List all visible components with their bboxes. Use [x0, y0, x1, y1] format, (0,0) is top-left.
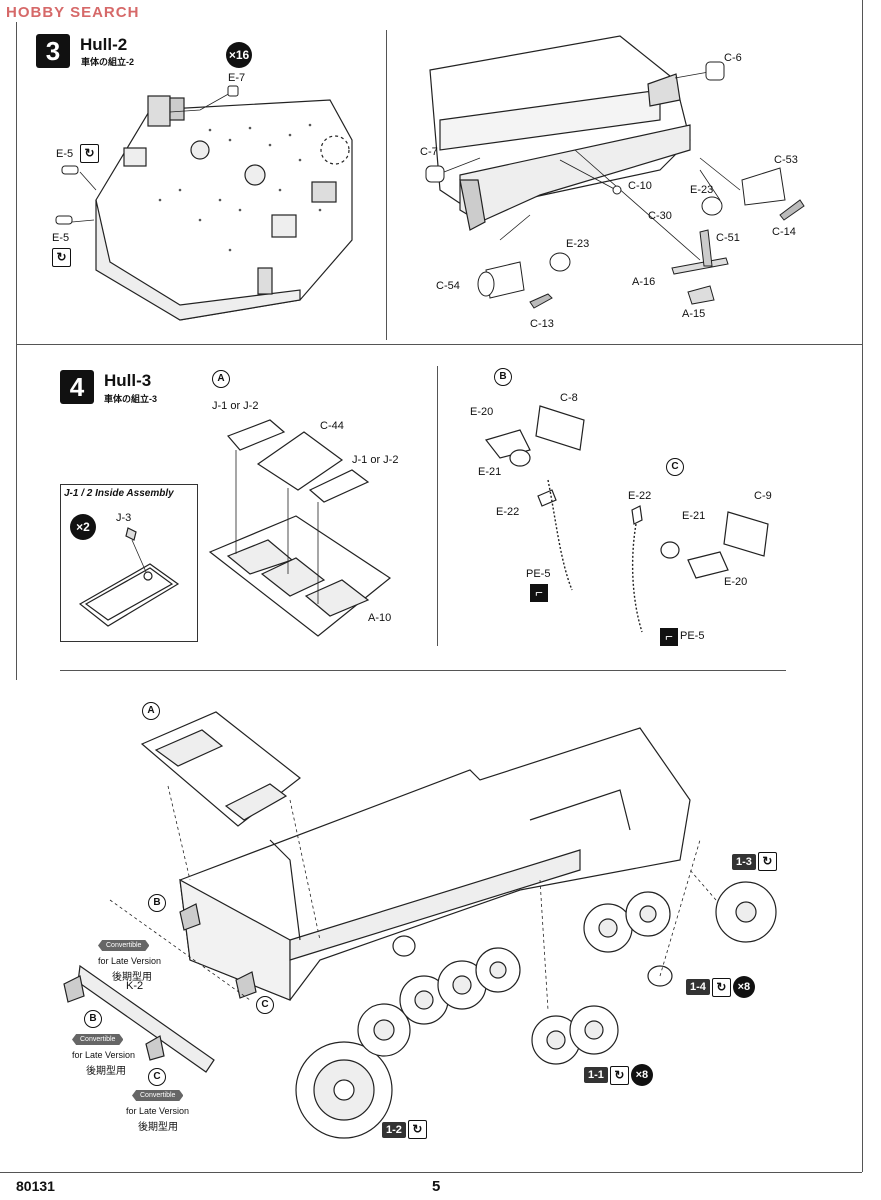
step-ref-1-1: 1-1 ↻ ×8 [584, 1064, 653, 1086]
step3-divider [386, 30, 387, 340]
page-border-right [862, 0, 863, 1172]
inside-assembly-title: J-1 / 2 Inside Assembly [64, 488, 174, 499]
step4-divider [437, 366, 438, 646]
part-label: C-6 [724, 52, 742, 64]
callout-c: C [148, 1068, 166, 1086]
callout-b: B [148, 894, 166, 912]
part-label: E-20 [724, 576, 748, 588]
part-label: C-53 [774, 154, 798, 166]
part-label: K-2 [126, 980, 144, 992]
part-label: J-3 [116, 512, 132, 524]
part-label: C-10 [628, 180, 652, 192]
part-label: A-15 [682, 308, 706, 320]
step-ref-id: 1-2 [382, 1121, 406, 1138]
callout-c: C [256, 996, 274, 1014]
late-version-jp-label: 後期型用 [112, 972, 152, 983]
part-label: E-23 [690, 184, 714, 196]
part-label: C-9 [754, 490, 772, 502]
step4-subtitle: 車体の組立-3 [104, 394, 158, 404]
step3-multiplier: ×16 [226, 42, 252, 68]
part-label: C-7 [420, 146, 438, 158]
part-label: C-51 [716, 232, 740, 244]
late-version-label: for Late Version [72, 1050, 136, 1060]
step4-bottom-rule [60, 670, 786, 671]
part-label: PE-5 [526, 568, 551, 580]
convertible-badge: Convertible [98, 940, 150, 951]
step-ref-id: 1-3 [732, 853, 756, 870]
watermark: HOBBY SEARCH [6, 4, 140, 21]
part-label: E-23 [566, 238, 590, 250]
part-label: E-7 [228, 72, 246, 84]
ref-multiplier: ×8 [630, 1064, 653, 1086]
step-ref-id: 1-1 [584, 1067, 608, 1083]
part-label: A-16 [632, 276, 656, 288]
part-label: E-21 [682, 510, 706, 522]
step-ref-1-4: 1-4 ↻ ×8 [686, 976, 755, 998]
late-version-jp-label: 後期型用 [138, 1122, 178, 1133]
step-divider [16, 344, 862, 345]
late-version-jp-label: 後期型用 [86, 1066, 126, 1077]
footer-rule [0, 1172, 862, 1173]
part-label: C-44 [320, 420, 344, 432]
step3-title: Hull-2 [80, 35, 128, 54]
part-label: E-20 [470, 406, 494, 418]
step3-number: 3 [36, 34, 70, 68]
part-label: E-5 [52, 232, 70, 244]
convertible-badge: Convertible [132, 1090, 184, 1101]
page-border-left [16, 22, 17, 680]
part-label: C-14 [772, 226, 796, 238]
late-version-label: for Late Version [98, 956, 162, 966]
step4-number: 4 [60, 370, 94, 404]
part-label: J-1 or J-2 [352, 454, 399, 466]
callout-a: A [142, 702, 160, 720]
callout-a: A [212, 370, 230, 388]
part-label: C-13 [530, 318, 554, 330]
part-label: A-10 [368, 612, 392, 624]
step4-title: Hull-3 [104, 371, 152, 390]
part-label: PE-5 [680, 630, 705, 642]
part-label: E-22 [628, 490, 652, 502]
part-label: E-21 [478, 466, 502, 478]
bend-icon: ↻ [757, 852, 777, 871]
photo-etch-icon: ⌐ [660, 628, 678, 646]
callout-b: B [84, 1010, 102, 1028]
bend-icon: ↻ [609, 1065, 629, 1085]
bend-icon: ↻ [52, 248, 71, 267]
photo-etch-icon: ⌐ [530, 584, 548, 602]
part-label: C-30 [648, 210, 672, 222]
convertible-badge: Convertible [72, 1034, 124, 1045]
callout-b: B [494, 368, 512, 386]
bend-icon: ↻ [407, 1120, 427, 1139]
part-label: C-8 [560, 392, 578, 404]
step3-subtitle: 車体の組立-2 [81, 57, 135, 67]
product-code: 80131 [16, 1178, 55, 1194]
inside-assembly-box [60, 484, 198, 642]
page-number: 5 [432, 1178, 441, 1195]
callout-c: C [666, 458, 684, 476]
ref-multiplier: ×8 [732, 976, 755, 998]
bend-icon: ↻ [80, 144, 99, 163]
inside-multiplier: ×2 [70, 514, 96, 540]
part-label: J-1 or J-2 [212, 400, 259, 412]
late-version-label: for Late Version [126, 1106, 190, 1116]
part-label: E-5 [56, 148, 74, 160]
part-label: E-22 [496, 506, 520, 518]
bend-icon: ↻ [711, 977, 731, 997]
step-ref-1-2: 1-2 ↻ [382, 1120, 427, 1139]
step-ref-id: 1-4 [686, 979, 710, 995]
step-ref-1-3: 1-3 ↻ [732, 852, 777, 871]
part-label: C-54 [436, 280, 460, 292]
